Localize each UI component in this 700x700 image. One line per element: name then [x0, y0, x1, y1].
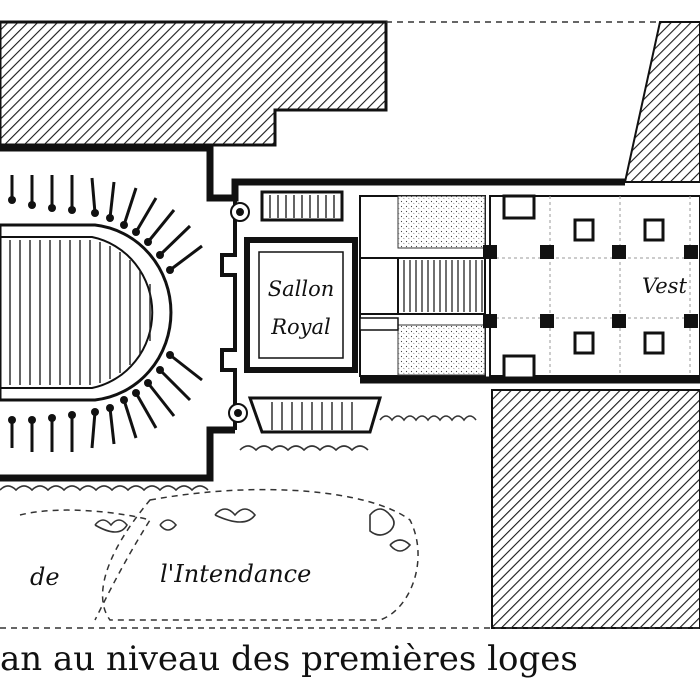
hatched-wall-bottom-right [491, 389, 700, 629]
theatre-outer-wall [0, 144, 700, 482]
dashed-boundaries [0, 21, 700, 629]
shrubbery [0, 415, 477, 552]
hatched-wall-top-right [623, 21, 700, 183]
label-intendance: l'Intendance [160, 560, 311, 588]
staircase-top [260, 190, 344, 222]
staircase-bottom [247, 396, 383, 434]
hatched-wall-top-left [0, 20, 388, 147]
plan-caption: an au niveau des premières loges [0, 639, 578, 679]
column-circles [228, 202, 250, 423]
sallon-royal-room: Sallon Royal [244, 237, 358, 373]
vestibule: Vest [483, 194, 700, 380]
label-vestibule: Vest [642, 274, 687, 298]
auditorium [0, 175, 203, 452]
label-sallon: Sallon [268, 277, 335, 301]
label-royal: Royal [270, 315, 331, 339]
central-stair [359, 195, 486, 377]
label-de: de [30, 563, 60, 591]
